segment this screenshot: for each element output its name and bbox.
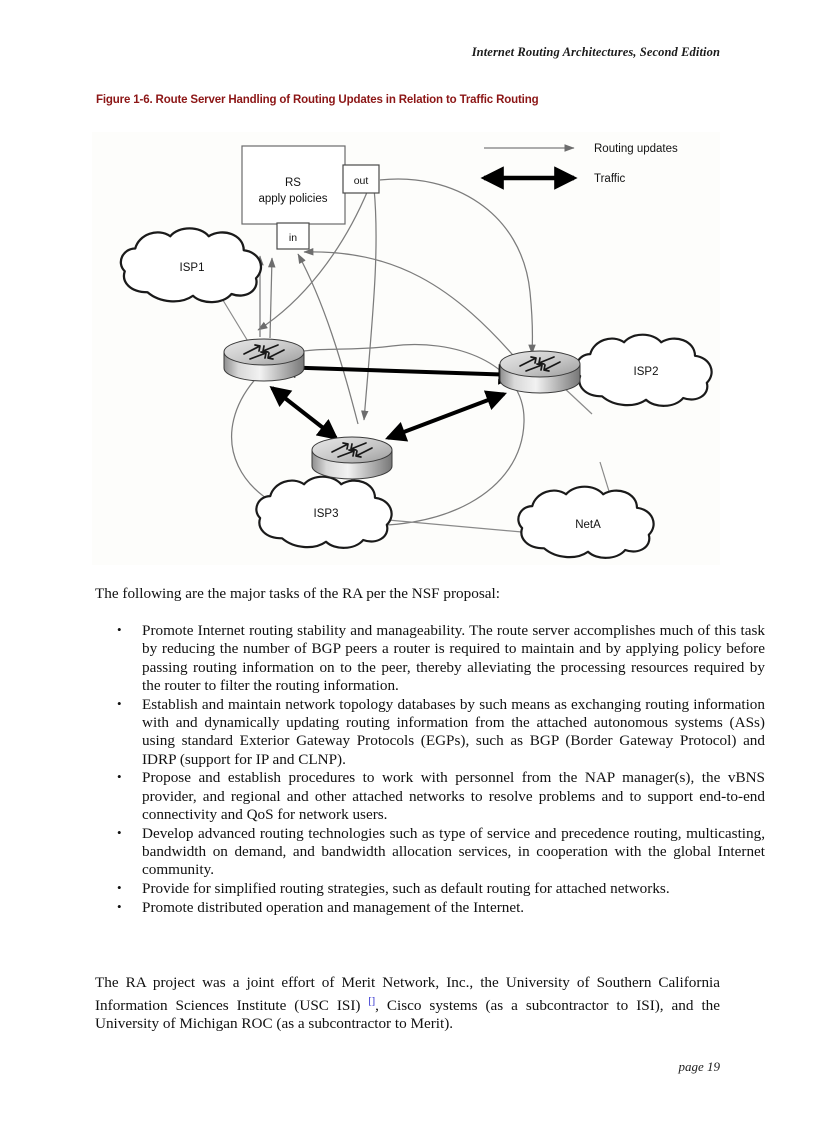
update-router3-to-in [297, 253, 359, 425]
closing-paragraph-text-before: The RA project was a joint effort of Mer… [95, 974, 720, 1014]
cloud-isp2: ISP2 [575, 333, 713, 407]
update-out-to-router2 [379, 178, 536, 355]
link-isp1-router1 [217, 291, 253, 349]
route-server-subtitle: apply policies [258, 193, 327, 205]
page-number-footer: page 19 [678, 1059, 720, 1074]
traffic-router3-router2 [385, 390, 507, 442]
running-header: Internet Routing Architectures, Second E… [471, 45, 720, 59]
cloud-isp1-label: ISP1 [180, 262, 205, 274]
port-out-box: out [342, 164, 380, 194]
network-topology-svg: RS apply policies out in ISP1 ISP2 [92, 132, 720, 565]
route-server-box: RS apply policies [241, 145, 346, 225]
legend-traffic-label: Traffic [594, 173, 626, 185]
list-item: Promote Internet routing stability and m… [117, 621, 765, 695]
traffic-links [269, 357, 520, 442]
list-item: Propose and establish procedures to work… [117, 768, 765, 824]
port-out-label: out [354, 175, 369, 187]
router-isp2-edge [499, 350, 581, 394]
update-ring [231, 343, 525, 527]
cloud-neta: NetA [517, 485, 655, 559]
task-list: Promote Internet routing stability and m… [95, 621, 765, 918]
legend-routing-updates-label: Routing updates [594, 143, 678, 155]
cloud-isp2-label: ISP2 [634, 366, 659, 378]
port-in-box: in [276, 222, 310, 250]
update-out-to-router1 [257, 189, 369, 331]
list-item: Promote distributed operation and manage… [117, 898, 765, 917]
link-isp3-neta [387, 519, 523, 533]
closing-paragraph-text-after: , Cisco systems (as a subcontractor to I… [95, 996, 720, 1033]
update-router1-to-in-b [268, 257, 276, 339]
figure-1-6-diagram: RS apply policies out in ISP1 ISP2 [92, 132, 720, 565]
list-item: Develop advanced routing technologies su… [117, 824, 765, 880]
list-item: Establish and maintain network topology … [117, 695, 765, 769]
figure-caption: Figure 1-6. Route Server Handling of Rou… [96, 94, 539, 106]
closing-paragraph: The RA project was a joint effort of Mer… [95, 974, 720, 1034]
port-in-label: in [289, 232, 297, 244]
traffic-router1-router2 [274, 357, 520, 385]
router-isp1-edge [223, 338, 305, 382]
cloud-isp3-label: ISP3 [314, 508, 339, 520]
footnote-reference-link[interactable]: [] [368, 995, 376, 1007]
list-item: Provide for simplified routing strategie… [117, 879, 765, 898]
cloud-isp1: ISP1 [119, 227, 263, 304]
link-router2-isp2 [561, 385, 593, 415]
route-server-title: RS [285, 177, 301, 189]
router-isp3-edge [311, 436, 393, 480]
lead-paragraph: The following are the major tasks of the… [95, 585, 500, 602]
cloud-neta-label: NetA [575, 519, 601, 531]
update-router2-to-in [303, 248, 525, 369]
traffic-router1-router3 [269, 386, 339, 440]
figure-legend: Routing updates Traffic [480, 143, 678, 190]
cloud-isp3: ISP3 [255, 475, 393, 549]
